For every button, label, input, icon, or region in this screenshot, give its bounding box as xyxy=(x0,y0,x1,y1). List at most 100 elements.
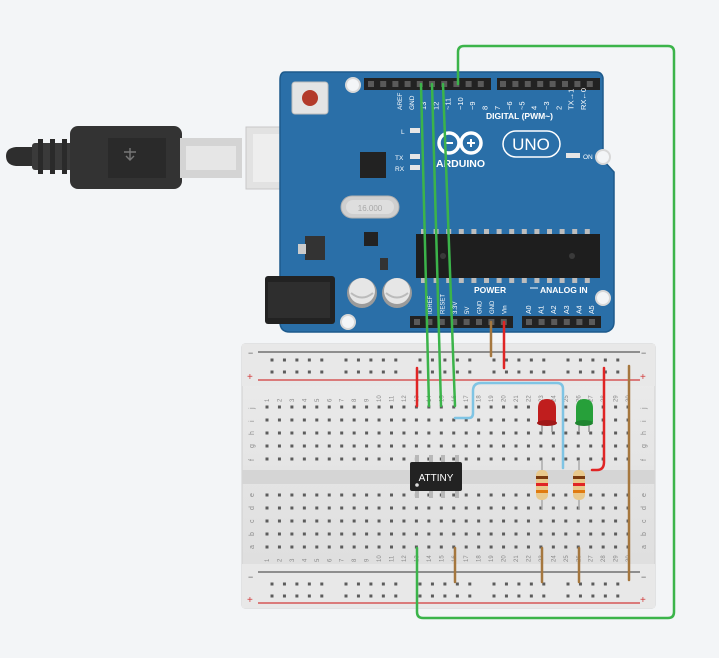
breadboard-hole[interactable] xyxy=(377,444,381,448)
breadboard-hole[interactable] xyxy=(514,519,518,523)
rail-hole[interactable] xyxy=(529,358,533,362)
breadboard-hole[interactable] xyxy=(464,444,468,448)
breadboard-hole[interactable] xyxy=(576,431,580,435)
breadboard-hole[interactable] xyxy=(315,519,319,523)
breadboard-hole[interactable] xyxy=(489,532,493,536)
breadboard-hole[interactable] xyxy=(427,457,431,461)
breadboard-hole[interactable] xyxy=(277,405,281,409)
breadboard-hole[interactable] xyxy=(502,418,506,422)
breadboard-hole[interactable] xyxy=(502,457,506,461)
header-hole[interactable] xyxy=(404,81,411,87)
rail-hole[interactable] xyxy=(320,358,324,362)
breadboard-hole[interactable] xyxy=(439,532,443,536)
rail-hole[interactable] xyxy=(430,594,434,598)
header-hole[interactable] xyxy=(392,81,399,87)
breadboard-hole[interactable] xyxy=(576,457,580,461)
breadboard-hole[interactable] xyxy=(340,405,344,409)
breadboard-hole[interactable] xyxy=(464,506,468,510)
rail-hole[interactable] xyxy=(517,370,521,374)
rail-hole[interactable] xyxy=(320,582,324,586)
rail-hole[interactable] xyxy=(455,582,459,586)
rail-hole[interactable] xyxy=(492,358,496,362)
header-hole[interactable] xyxy=(551,319,558,325)
rail-hole[interactable] xyxy=(381,594,385,598)
rail-hole[interactable] xyxy=(381,582,385,586)
breadboard-hole[interactable] xyxy=(315,418,319,422)
breadboard-hole[interactable] xyxy=(614,545,618,549)
breadboard-hole[interactable] xyxy=(464,431,468,435)
breadboard-hole[interactable] xyxy=(414,519,418,523)
breadboard-hole[interactable] xyxy=(414,506,418,510)
breadboard-hole[interactable] xyxy=(277,506,281,510)
breadboard-hole[interactable] xyxy=(564,506,568,510)
breadboard-hole[interactable] xyxy=(390,519,393,523)
rail-hole[interactable] xyxy=(394,582,398,586)
breadboard-hole[interactable] xyxy=(539,444,543,448)
rail-hole[interactable] xyxy=(418,594,422,598)
breadboard-hole[interactable] xyxy=(589,532,593,536)
rail-hole[interactable] xyxy=(270,370,274,374)
breadboard-hole[interactable] xyxy=(477,405,481,409)
breadboard-hole[interactable] xyxy=(315,545,319,549)
breadboard-hole[interactable] xyxy=(340,519,344,523)
rail-hole[interactable] xyxy=(369,358,373,362)
breadboard-hole[interactable] xyxy=(327,545,331,549)
breadboard-hole[interactable] xyxy=(427,418,431,422)
rail-hole[interactable] xyxy=(542,594,546,598)
breadboard-hole[interactable] xyxy=(601,493,605,497)
breadboard-hole[interactable] xyxy=(365,457,369,461)
breadboard-hole[interactable] xyxy=(340,431,344,435)
header-hole[interactable] xyxy=(538,319,545,325)
rail-hole[interactable] xyxy=(468,594,472,598)
rail-hole[interactable] xyxy=(542,582,546,586)
rail-hole[interactable] xyxy=(616,358,620,362)
rail-hole[interactable] xyxy=(529,594,533,598)
breadboard-hole[interactable] xyxy=(514,532,518,536)
breadboard-hole[interactable] xyxy=(327,405,331,409)
rail-hole[interactable] xyxy=(430,358,434,362)
breadboard-hole[interactable] xyxy=(277,532,281,536)
rail-hole[interactable] xyxy=(616,370,620,374)
breadboard-hole[interactable] xyxy=(452,519,456,523)
breadboard-hole[interactable] xyxy=(265,444,269,448)
breadboard-hole[interactable] xyxy=(352,519,356,523)
breadboard-hole[interactable] xyxy=(427,444,431,448)
breadboard-hole[interactable] xyxy=(327,532,331,536)
rail-hole[interactable] xyxy=(468,370,472,374)
rail-hole[interactable] xyxy=(603,370,607,374)
breadboard-hole[interactable] xyxy=(502,532,506,536)
breadboard-hole[interactable] xyxy=(427,519,431,523)
header-hole[interactable] xyxy=(380,81,387,87)
rail-hole[interactable] xyxy=(282,358,286,362)
rail-hole[interactable] xyxy=(356,370,360,374)
header-hole[interactable] xyxy=(477,81,484,87)
breadboard-hole[interactable] xyxy=(477,431,481,435)
breadboard-hole[interactable] xyxy=(489,457,493,461)
rail-hole[interactable] xyxy=(566,370,570,374)
breadboard-hole[interactable] xyxy=(352,545,356,549)
rail-hole[interactable] xyxy=(307,370,311,374)
rail-hole[interactable] xyxy=(381,358,385,362)
breadboard-hole[interactable] xyxy=(601,532,605,536)
breadboard-hole[interactable] xyxy=(514,431,518,435)
breadboard-hole[interactable] xyxy=(402,493,406,497)
breadboard-hole[interactable] xyxy=(464,405,468,409)
header-hole[interactable] xyxy=(524,81,531,87)
breadboard-hole[interactable] xyxy=(265,493,269,497)
breadboard-hole[interactable] xyxy=(477,493,481,497)
breadboard-hole[interactable] xyxy=(327,457,331,461)
breadboard-hole[interactable] xyxy=(589,431,593,435)
breadboard-hole[interactable] xyxy=(452,418,456,422)
breadboard-hole[interactable] xyxy=(539,457,543,461)
breadboard-hole[interactable] xyxy=(564,457,568,461)
breadboard-hole[interactable] xyxy=(427,545,431,549)
breadboard-hole[interactable] xyxy=(489,545,493,549)
breadboard-hole[interactable] xyxy=(502,545,506,549)
breadboard-hole[interactable] xyxy=(589,493,593,497)
breadboard-hole[interactable] xyxy=(302,405,306,409)
breadboard-hole[interactable] xyxy=(439,431,443,435)
breadboard-hole[interactable] xyxy=(302,545,306,549)
breadboard-hole[interactable] xyxy=(439,519,443,523)
breadboard-hole[interactable] xyxy=(315,493,319,497)
breadboard-hole[interactable] xyxy=(277,493,281,497)
